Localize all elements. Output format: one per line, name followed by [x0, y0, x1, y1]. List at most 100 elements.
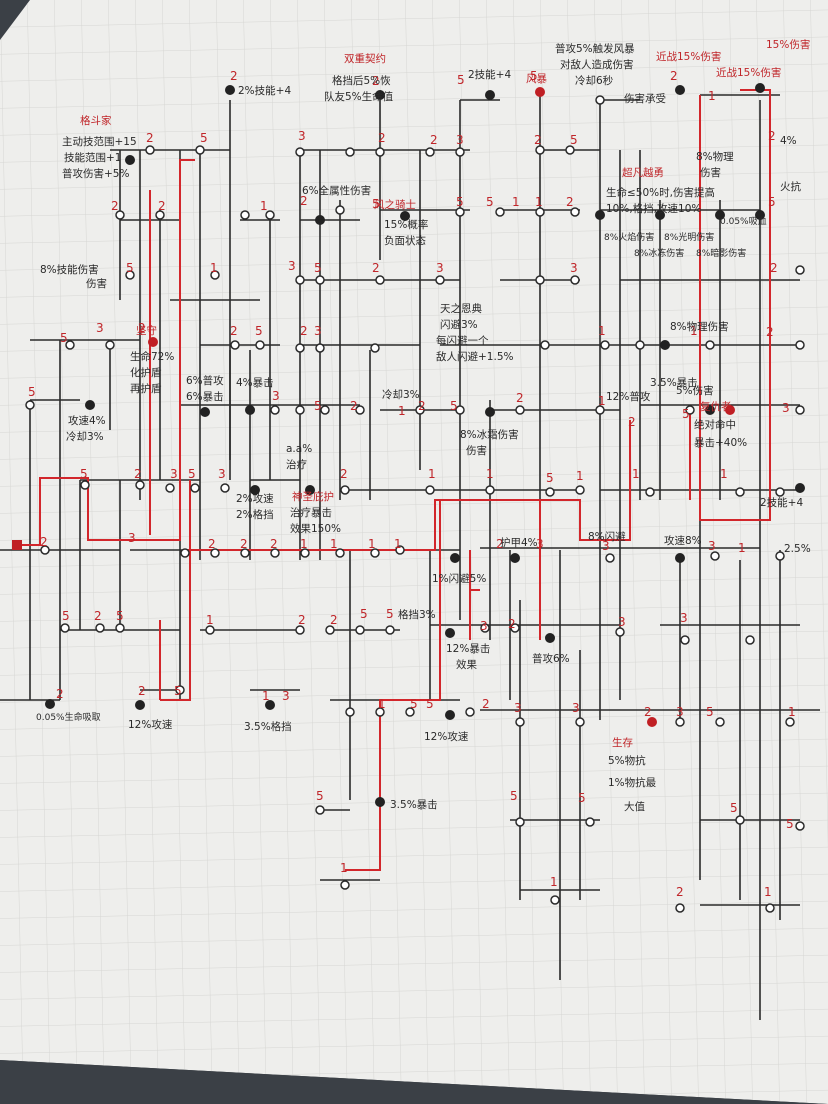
label-skill-plus: 2技能+4: [468, 68, 511, 81]
label-lowleft: 2%攻速: [236, 492, 274, 505]
label-elem-3: 8%光明伤害: [664, 231, 714, 243]
label-aspd12: 12%攻速: [128, 718, 173, 731]
svg-text:2: 2: [676, 885, 684, 899]
svg-text:3: 3: [288, 259, 296, 273]
label-holy-title: 神圣庇护: [292, 490, 334, 503]
svg-text:2: 2: [298, 613, 306, 627]
svg-text:2: 2: [418, 399, 426, 413]
svg-text:2: 2: [340, 467, 348, 481]
svg-text:5: 5: [546, 471, 554, 485]
label-dodge8: 8%闪避: [588, 530, 626, 543]
nodes: [25, 95, 805, 913]
svg-text:5: 5: [530, 69, 538, 83]
label-phys-right: 8%物理伤害: [670, 320, 729, 333]
svg-text:5: 5: [62, 609, 70, 623]
label-lowleft-2: 2%格挡: [236, 508, 274, 521]
label-knight-title: 风之骑士: [374, 198, 416, 211]
label-tank-2: 化护盾: [130, 366, 162, 379]
svg-text:3: 3: [480, 619, 488, 633]
svg-text:1: 1: [262, 689, 270, 703]
svg-text:2: 2: [508, 617, 516, 631]
label-phys8: 8%物理: [696, 150, 734, 163]
label-knight-1: 15%概率: [384, 218, 428, 231]
svg-text:2: 2: [766, 325, 774, 339]
label-survive-3: 大值: [624, 800, 645, 813]
svg-text:2: 2: [230, 324, 238, 338]
svg-text:2: 2: [208, 537, 216, 551]
svg-text:3: 3: [456, 133, 464, 147]
svg-text:2: 2: [628, 415, 636, 429]
label-ice-2: 伤害: [466, 444, 487, 457]
svg-text:1: 1: [206, 613, 214, 627]
svg-text:5: 5: [316, 789, 324, 803]
label-atkspd8: 攻速8%: [664, 534, 702, 547]
label-ice: 8%冰霜伤害: [460, 428, 519, 441]
label-sky-3: 敌人闪避+1.5%: [436, 350, 513, 363]
svg-text:1: 1: [428, 467, 436, 481]
svg-text:1: 1: [368, 537, 376, 551]
svg-text:5: 5: [188, 467, 196, 481]
label-atk12: 12%普攻: [606, 390, 651, 403]
label-rightcluster-2: 10%,格挡,攻速10%: [606, 202, 701, 215]
svg-text:3: 3: [314, 324, 322, 338]
svg-text:5: 5: [786, 817, 794, 831]
svg-text:2: 2: [270, 537, 278, 551]
svg-text:5: 5: [706, 705, 714, 719]
svg-text:1: 1: [550, 875, 558, 889]
label-far-right-3: 15%伤害: [766, 38, 810, 51]
svg-text:3: 3: [218, 467, 226, 481]
key-nodes: [45, 83, 805, 807]
label-rightcluster-title: 超凡越勇: [622, 166, 664, 179]
svg-text:5: 5: [457, 73, 465, 87]
label-avenger-1: 绝对命中: [694, 418, 736, 431]
label-fire-right: 伤害承受: [624, 92, 666, 105]
label-aspd12b: 12%攻速: [424, 730, 469, 743]
svg-text:1: 1: [738, 541, 746, 555]
label-crit35: 3.5%暴击: [650, 377, 698, 389]
label-avenger-2: 暴击+40%: [694, 437, 747, 449]
label-left-mid-2: 伤害: [86, 277, 107, 290]
svg-text:3: 3: [282, 689, 290, 703]
label-heal: a.a%: [286, 443, 312, 455]
svg-text:1: 1: [720, 467, 728, 481]
svg-text:5: 5: [126, 261, 134, 275]
label-elem-5: 0.05%吸血: [720, 215, 767, 227]
svg-text:5: 5: [450, 399, 458, 413]
label-far-right-col: 4%: [780, 135, 797, 147]
label-top-right-1: 普攻5%触发风暴: [555, 42, 635, 55]
svg-text:2: 2: [516, 391, 524, 405]
svg-text:2: 2: [300, 324, 308, 338]
label-far-right-col-2: 火抗: [780, 180, 801, 193]
svg-text:3: 3: [96, 321, 104, 335]
svg-text:2: 2: [94, 609, 102, 623]
label-avenger-title: 复仇者: [700, 400, 732, 413]
svg-text:1: 1: [576, 469, 584, 483]
svg-text:5: 5: [314, 399, 322, 413]
label-survive-2: 1%物抗最: [608, 776, 657, 789]
svg-text:3: 3: [298, 129, 306, 143]
label-elem-4: 8%暗影伤害: [696, 247, 746, 259]
svg-text:1: 1: [398, 404, 406, 418]
svg-text:3: 3: [676, 705, 684, 719]
svg-text:1: 1: [788, 705, 796, 719]
svg-text:2: 2: [496, 537, 504, 551]
label-right-edge: 2.5%: [784, 543, 811, 555]
svg-text:2: 2: [566, 195, 574, 209]
svg-text:2: 2: [768, 129, 776, 143]
label-far-right-2: 近战15%伤害: [716, 66, 781, 79]
label-left-3: 普攻伤害+5%: [62, 167, 129, 180]
svg-text:5: 5: [372, 197, 380, 211]
svg-text:3: 3: [514, 701, 522, 715]
label-elem-2: 8%冰冻伤害: [634, 247, 684, 259]
chosen-path: [18, 89, 771, 871]
svg-text:1: 1: [300, 537, 308, 551]
svg-text:2: 2: [111, 199, 119, 213]
label-dodge-1: 攻速4%: [68, 414, 106, 427]
label-sky-2: 每闪避一个: [436, 334, 489, 347]
label-survive-title: 生存: [612, 736, 633, 749]
svg-text:5: 5: [510, 789, 518, 803]
svg-text:5: 5: [570, 133, 578, 147]
label-left-2: 技能范围+1: [64, 151, 121, 164]
svg-text:5: 5: [360, 607, 368, 621]
svg-text:2: 2: [138, 684, 146, 698]
